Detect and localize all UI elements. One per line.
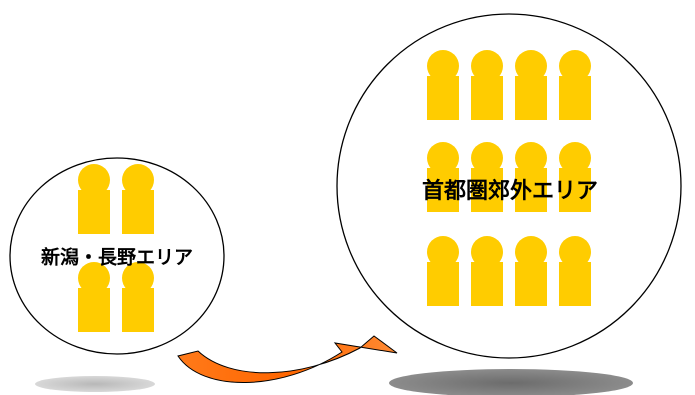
person-icon: [515, 142, 547, 212]
niigata-nagano-circle: [9, 157, 225, 355]
small-area-shadow: [35, 376, 155, 392]
niigata-nagano-label: 新潟・長野エリア: [41, 246, 193, 269]
person-icon: [559, 50, 591, 120]
suburban-tokyo-circle: [336, 13, 682, 359]
suburban-tokyo-label: 首都圏郊外エリア: [422, 178, 598, 204]
person-icon: [471, 142, 503, 212]
person-icon: [515, 50, 547, 120]
curved-arrow-icon: [177, 335, 398, 383]
person-icon: [78, 164, 110, 234]
niigata-nagano-people: [78, 164, 154, 332]
suburban-tokyo-area: 首都圏郊外エリア: [336, 13, 682, 359]
person-icon: [559, 142, 591, 212]
person-icon: [122, 164, 154, 234]
person-icon: [427, 50, 459, 120]
person-icon: [427, 236, 459, 306]
person-icon: [78, 262, 110, 332]
person-icon: [471, 236, 503, 306]
person-icon: [471, 50, 503, 120]
person-icon: [559, 236, 591, 306]
niigata-nagano-area: 新潟・長野エリア: [9, 157, 225, 355]
large-area-shadow: [389, 369, 633, 395]
suburban-tokyo-people: [427, 50, 591, 306]
person-icon: [122, 262, 154, 332]
person-icon: [515, 236, 547, 306]
person-icon: [427, 142, 459, 212]
